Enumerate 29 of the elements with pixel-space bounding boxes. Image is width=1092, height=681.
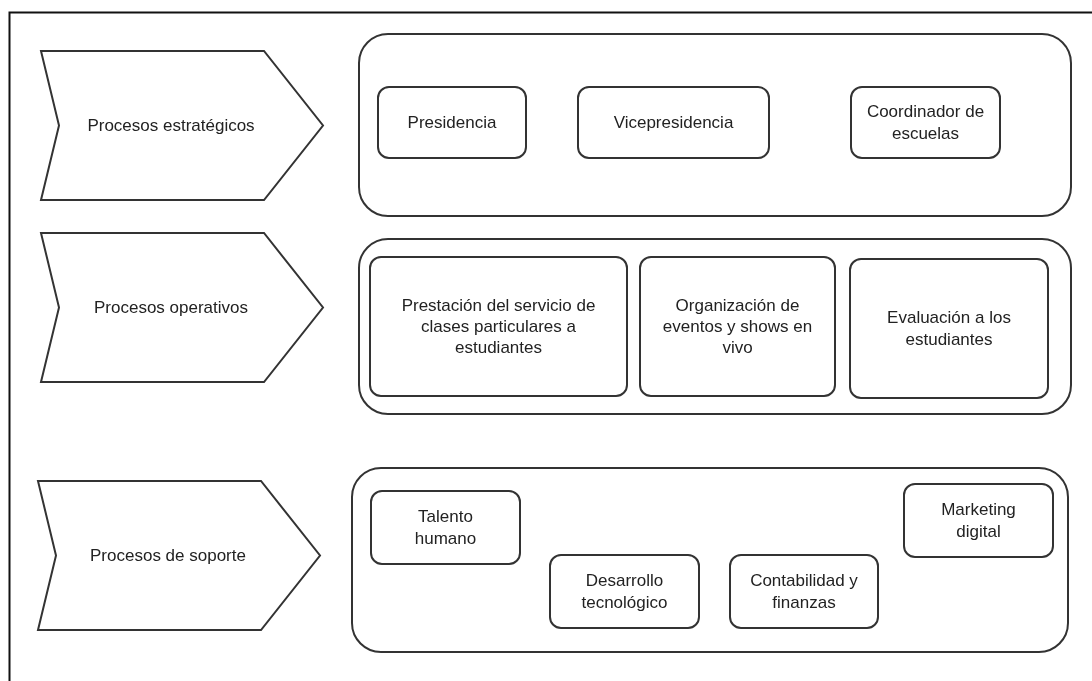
node-label: Marketing digital xyxy=(940,499,1017,542)
node-label: Procesos de soporte xyxy=(90,544,246,567)
group-container xyxy=(358,33,1072,217)
process-box xyxy=(729,554,879,629)
node-label: Coordinador de escuelas xyxy=(866,101,985,144)
process-box xyxy=(903,483,1054,558)
group-container xyxy=(358,238,1072,415)
process-box xyxy=(370,490,521,565)
node-label: Vicepresidencia xyxy=(613,111,734,134)
node-label: Contabilidad y finanzas xyxy=(749,570,859,613)
process-box xyxy=(850,86,1001,159)
node-label: Procesos estratégicos xyxy=(87,114,255,137)
chevron-shape xyxy=(40,50,324,201)
process-box xyxy=(369,256,628,397)
node-label: Talento humano xyxy=(413,506,478,549)
chevron-shape xyxy=(40,232,324,383)
node-label: Evaluación a los estudiantes xyxy=(886,307,1012,350)
node-label: Prestación del servicio de clases particulares a estudiantes xyxy=(400,294,597,359)
process-box xyxy=(639,256,836,397)
process-box xyxy=(849,258,1049,399)
process-box xyxy=(549,554,700,629)
group-container xyxy=(351,467,1069,653)
chevron-shape xyxy=(37,480,321,631)
node-label: Organización de eventos y shows en vivo xyxy=(661,294,814,359)
node-label: Presidencia xyxy=(407,111,497,134)
process-box xyxy=(377,86,527,159)
process-box xyxy=(577,86,770,159)
node-label: Procesos operativos xyxy=(94,296,248,319)
node-label: Desarrollo tecnológico xyxy=(580,570,669,613)
